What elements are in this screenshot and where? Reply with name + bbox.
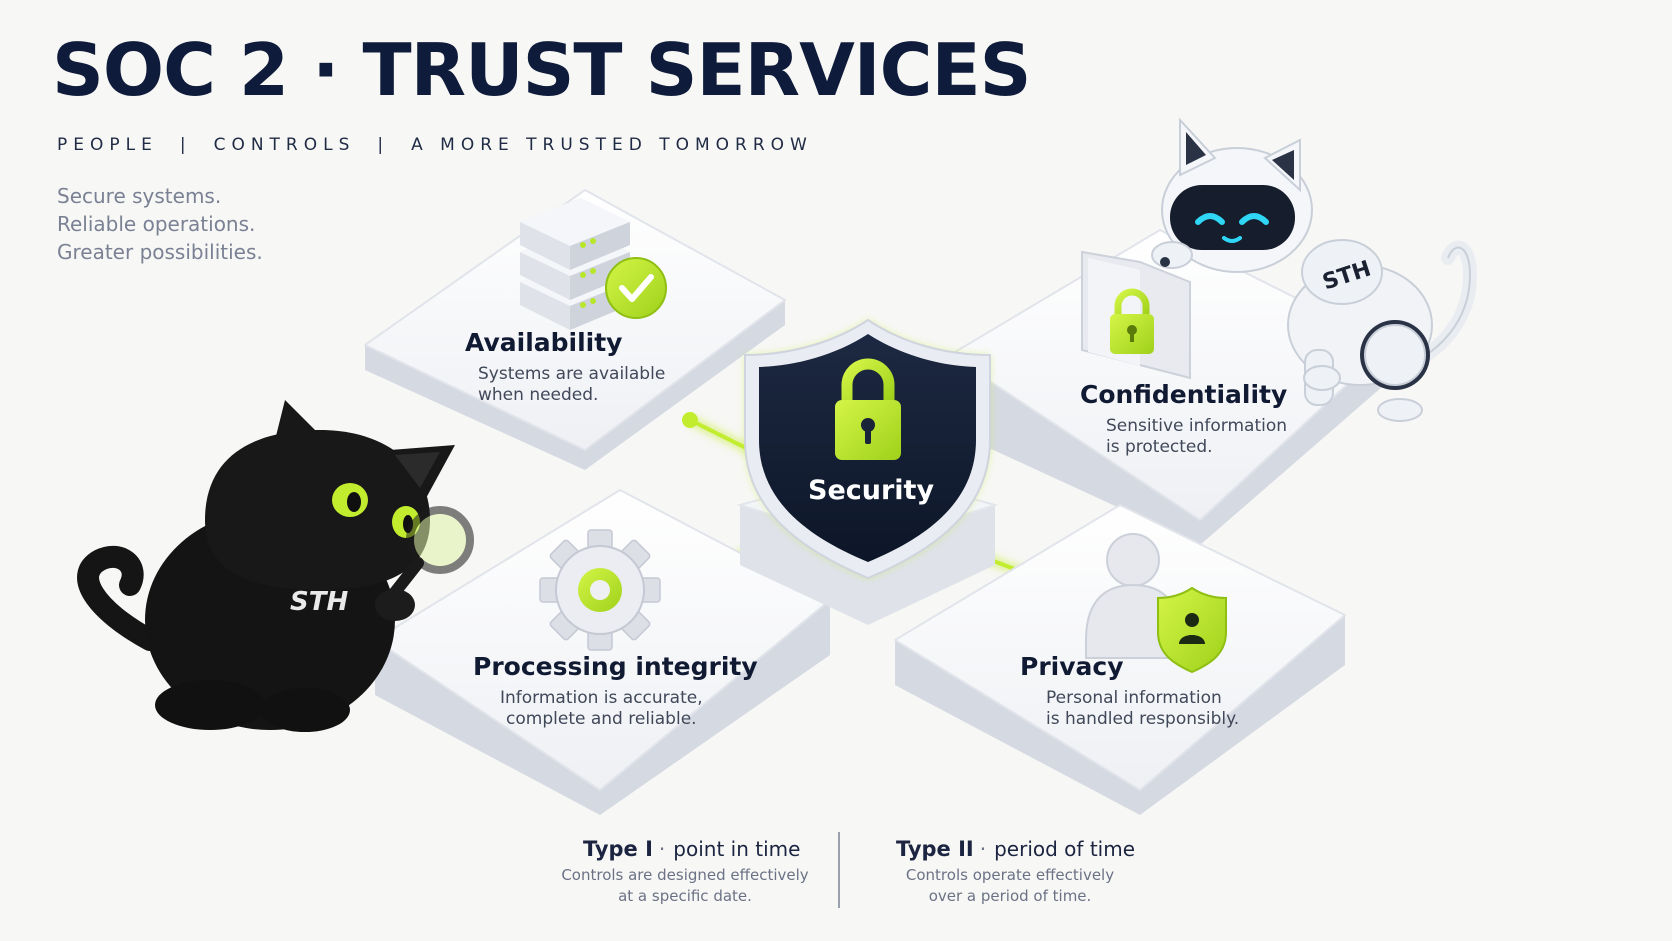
availability-title: Availability (465, 328, 623, 357)
type1-desc-line: at a specific date. (618, 887, 752, 905)
intro-line: Reliable operations. (57, 212, 256, 236)
security-title: Security (808, 475, 935, 506)
privacy-desc-line: is handled responsibly. (1046, 709, 1240, 729)
type2-desc-line: over a period of time. (928, 887, 1092, 905)
confidentiality-desc-line: is protected. (1106, 437, 1213, 457)
page-title: SOC 2 · TRUST SERVICES (52, 28, 1031, 112)
type1-name: Type I (583, 837, 653, 861)
type1-separator: · (658, 837, 666, 861)
type2-separator: · (979, 837, 987, 861)
type2-name: Type II (896, 837, 974, 861)
processing-integrity-desc-line: Information is accurate, (500, 688, 703, 708)
availability-desc: Systems are available when needed. (478, 364, 665, 406)
type1-heading: Type I· point in time (583, 837, 800, 861)
availability-desc-line: Systems are available (478, 364, 666, 384)
padlock-shield-icon (744, 318, 991, 580)
tagline-separator: | (377, 135, 390, 155)
confidentiality-title: Confidentiality (1080, 380, 1288, 409)
privacy-desc: Personal information is handled responsi… (1046, 688, 1239, 730)
type1-desc-line: Controls are designed effectively (561, 866, 809, 884)
hoodie-text: STH (290, 587, 348, 617)
intro-line: Secure systems. (57, 184, 222, 208)
tagline-controls: CONTROLS (213, 135, 356, 155)
person-shield-icon (1085, 533, 1227, 674)
type-divider (838, 832, 840, 908)
confidentiality-desc: Sensitive information is protected. (1106, 416, 1287, 458)
availability-desc-line: when needed. (478, 385, 599, 405)
investigator-cat: STH (77, 400, 474, 732)
intro-text: Secure systems. Reliable operations. Gre… (57, 182, 263, 266)
type2-label: period of time (994, 837, 1135, 861)
privacy-desc-line: Personal information (1046, 688, 1222, 708)
tagline-tomorrow: A MORE TRUSTED TOMORROW (411, 135, 813, 155)
type1-desc: Controls are designed effectively at a s… (555, 865, 815, 907)
server-check-icon (520, 198, 667, 330)
gear-icon (539, 529, 661, 651)
locked-folder-icon (1081, 250, 1191, 380)
type2-desc: Controls operate effectively over a peri… (890, 865, 1130, 907)
type2-heading: Type II· period of time (896, 837, 1135, 861)
processing-integrity-desc: Information is accurate, complete and re… (500, 688, 703, 730)
type1-label: point in time (673, 837, 801, 861)
privacy-title: Privacy (1020, 652, 1124, 681)
confidentiality-desc-line: Sensitive information (1106, 416, 1288, 436)
tagline: PEOPLE | CONTROLS | A MORE TRUSTED TOMORROW (57, 135, 813, 155)
processing-integrity-desc-line: complete and reliable. (506, 709, 697, 729)
type2-desc-line: Controls operate effectively (905, 866, 1115, 884)
intro-line: Greater possibilities. (57, 240, 263, 264)
robot-cat: STH (1151, 117, 1478, 422)
tagline-people: PEOPLE (57, 135, 158, 155)
processing-integrity-title: Processing integrity (473, 652, 758, 681)
tagline-separator: | (179, 135, 192, 155)
